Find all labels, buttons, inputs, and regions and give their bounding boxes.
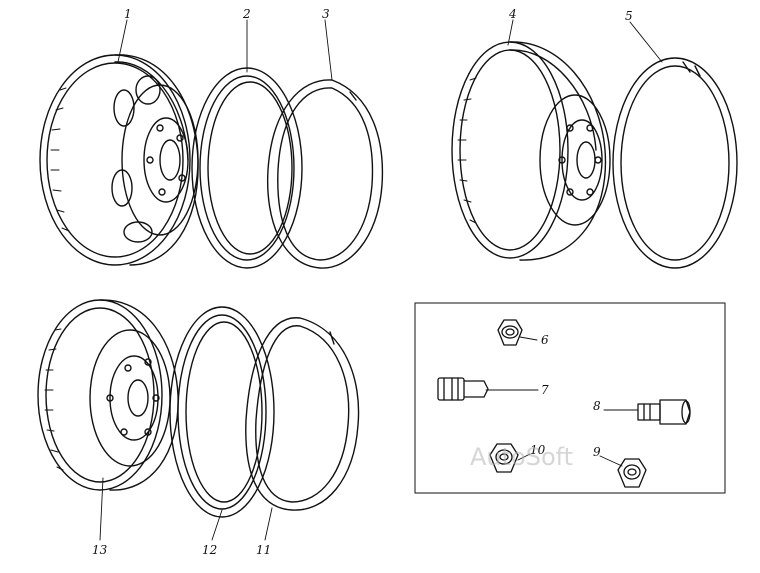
wheel-4 [451,41,611,261]
side-ring-5 [612,57,738,269]
wheel-13 [37,299,179,491]
callout-7: 7 [541,383,549,397]
callout-4: 4 [508,7,517,21]
lock-ring-11 [245,317,360,511]
leader-lines [99,19,663,541]
callout-6: 6 [541,333,549,347]
callout-5: 5 [625,9,633,23]
callout-9: 9 [593,445,601,459]
nut-9 [617,458,647,488]
callout-8: 8 [593,399,601,413]
callout-3: 3 [322,7,330,21]
stud-7 [437,377,489,401]
callout-2: 2 [242,7,251,21]
fasteners-box [414,302,726,494]
stud-8 [637,399,691,425]
callout-1: 1 [124,7,132,21]
callout-13: 13 [92,543,108,557]
callout-11: 11 [256,543,271,557]
callout-12: 12 [202,543,217,557]
lock-ring-3 [266,79,384,269]
wheel-disc-rim-1 [39,54,199,266]
side-ring-12 [169,306,275,518]
side-ring-2 [191,67,303,269]
nut-6 [497,319,523,346]
watermark: AutoSoft [470,443,573,471]
callout-10: 10 [530,443,546,457]
nut-10 [489,443,519,473]
